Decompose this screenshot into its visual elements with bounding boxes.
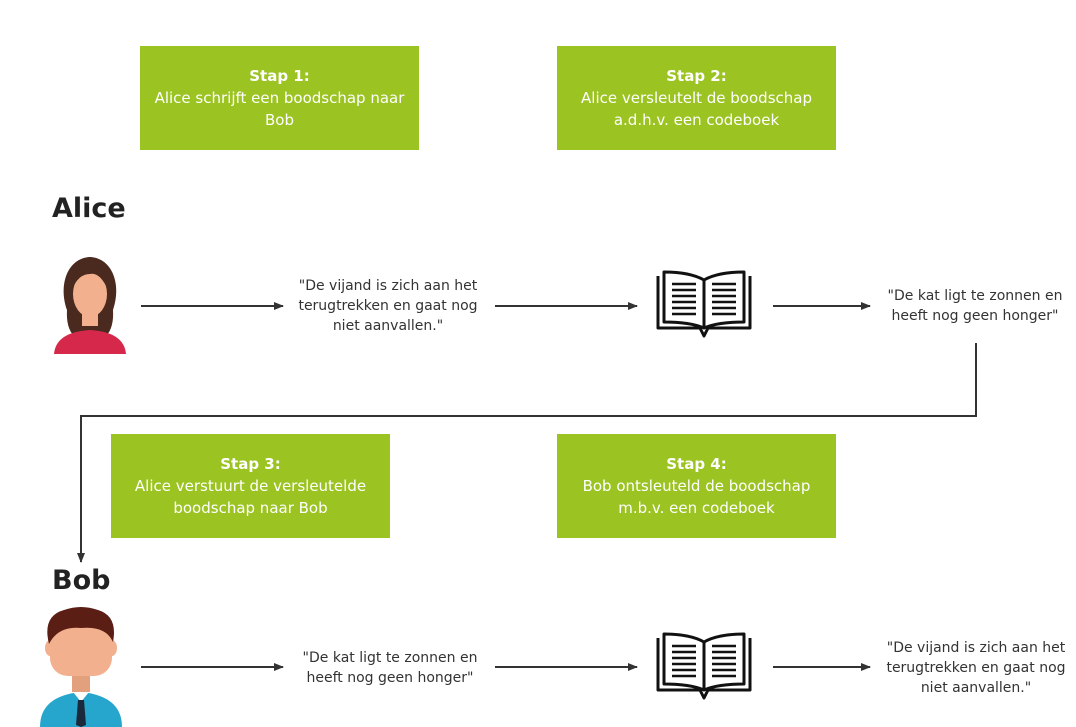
bob-ciphertext: "De kat ligt te zonnen en heeft nog geen… xyxy=(302,650,478,686)
bob-plaintext: "De vijand is zich aan het terugtrekken … xyxy=(886,640,1066,696)
alice-name: Alice xyxy=(52,193,126,224)
step-2-title: Stap 2: xyxy=(666,67,727,85)
female-avatar-icon xyxy=(54,257,126,354)
step-2-box: Stap 2: Alice versleutelt de boodschap a… xyxy=(557,46,836,150)
bob-name: Bob xyxy=(52,565,111,596)
codebook-icon xyxy=(656,632,752,700)
alice-plaintext: "De vijand is zich aan het terugtrekken … xyxy=(298,278,478,334)
arrow-transmit-to-bob xyxy=(77,343,977,563)
alice-ciphertext: "De kat ligt te zonnen en heeft nog geen… xyxy=(887,288,1063,324)
step-1-title: Stap 1: xyxy=(249,67,310,85)
step-4-box: Stap 4: Bob ontsleuteld de boodschap m.b… xyxy=(557,434,836,538)
male-avatar-icon xyxy=(40,607,122,727)
step-3-box: Stap 3: Alice verstuurt de versleutelde … xyxy=(111,434,390,538)
step-1-box: Stap 1: Alice schrijft een boodschap naa… xyxy=(140,46,419,150)
codebook-icon xyxy=(656,270,752,338)
step-4-text: Bob ontsleuteld de boodschap m.b.v. een … xyxy=(582,477,811,517)
step-1-text: Alice schrijft een boodschap naar Bob xyxy=(154,89,405,129)
step-2-text: Alice versleutelt de boodschap a.d.h.v. … xyxy=(581,89,812,129)
step-3-text: Alice verstuurt de versleutelde boodscha… xyxy=(134,477,367,517)
step-4-title: Stap 4: xyxy=(666,455,727,473)
step-3-title: Stap 3: xyxy=(220,455,281,473)
